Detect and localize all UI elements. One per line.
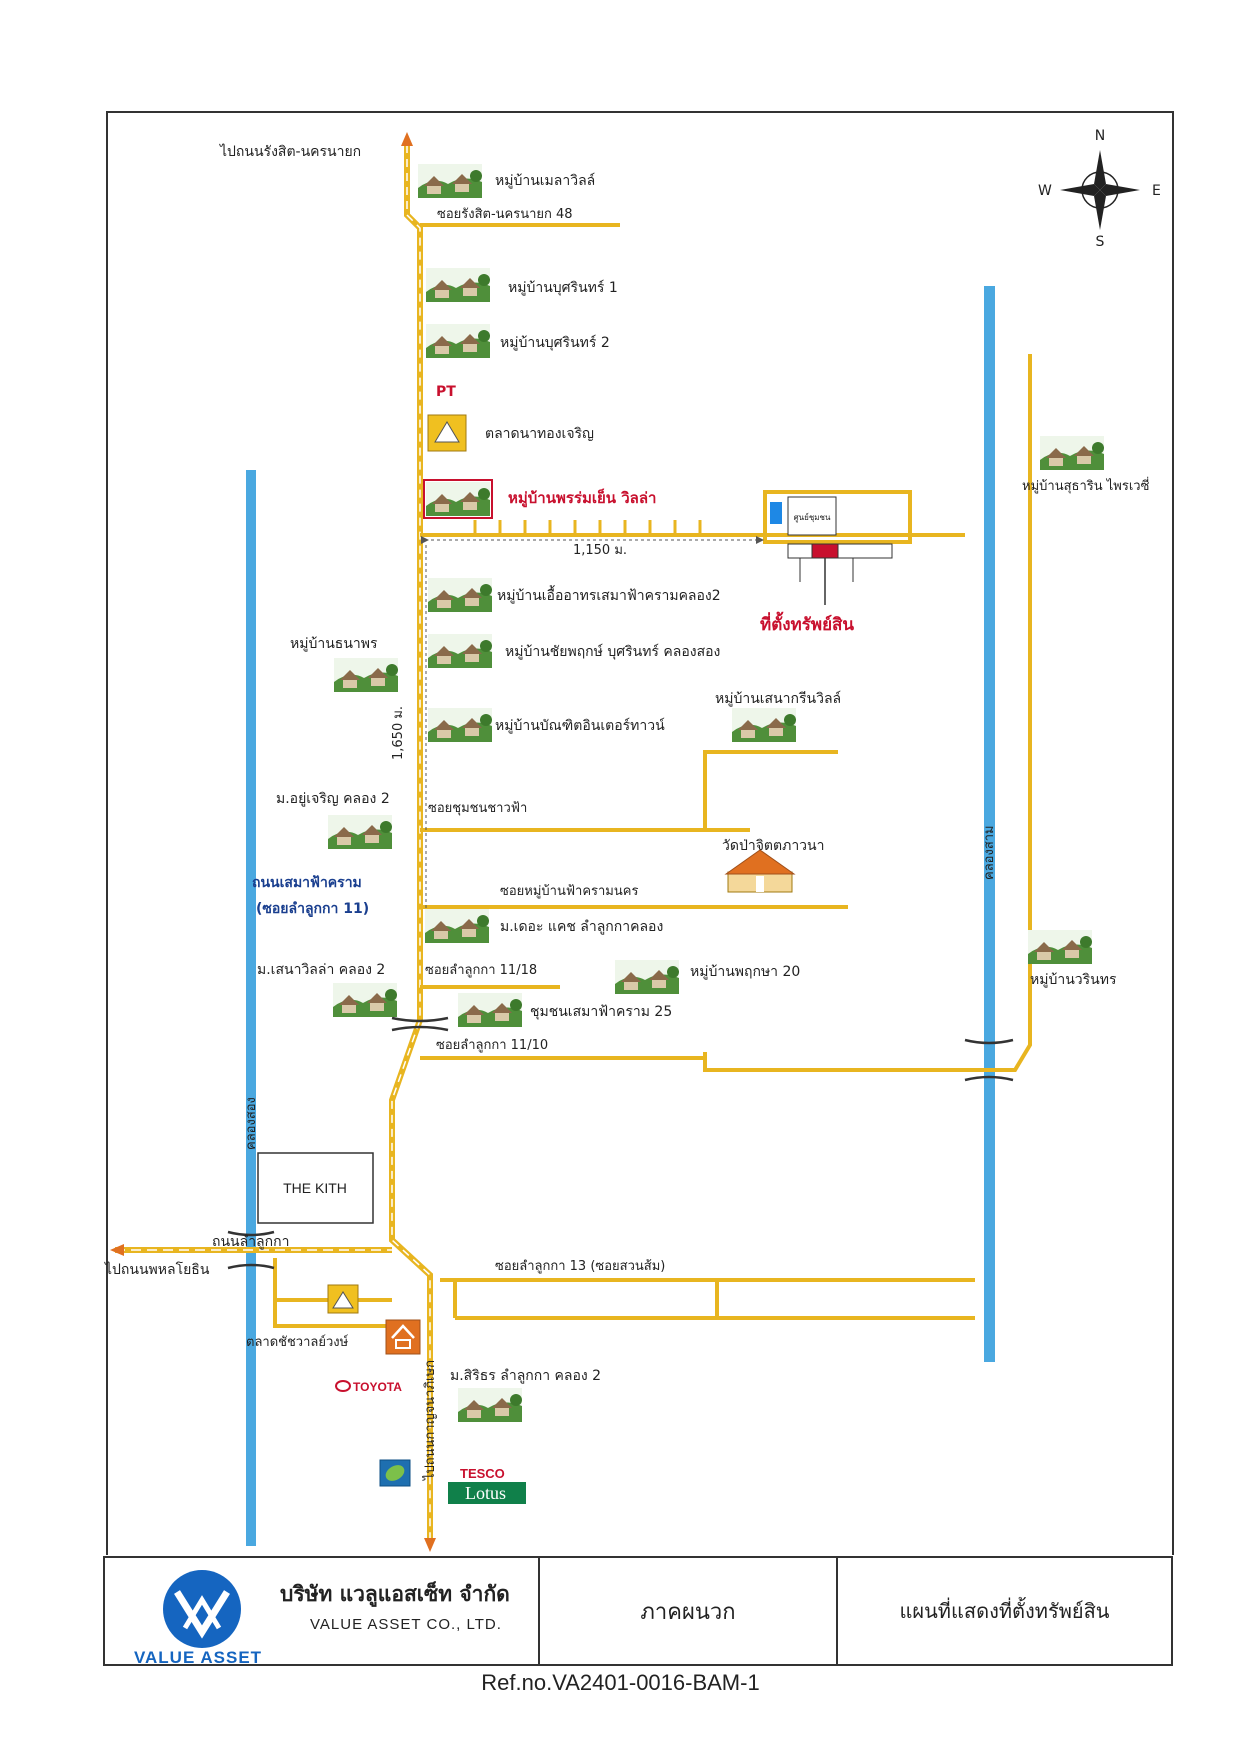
distance-vertical-label: 1,650 ม. (391, 706, 406, 760)
market-icon (427, 414, 467, 452)
label-to-phahonyothin: ไปถนนพหลโยธิน (104, 1261, 210, 1278)
place-sena-villa: ม.เสนาวิลล่า คลอง 2 (257, 962, 385, 978)
village-icon (458, 1388, 522, 1422)
place-the-kith: THE KITH (283, 1180, 347, 1196)
village-icon (426, 268, 490, 302)
village-icon (333, 983, 397, 1017)
market-icon (327, 1284, 359, 1314)
va-mark-icon (174, 1590, 230, 1639)
place-bandit-intertown: หมู่บ้านบัณฑิตอินเตอร์ทาวน์ (495, 717, 665, 734)
place-the-cache: ม.เดอะ แคช ลำลูกกาคลอง (500, 919, 663, 935)
klong-song-label: คลองสอง (244, 1097, 259, 1150)
label-to-kanchanaphisek: ไปถนนกาญจนาภิเษก (422, 1360, 438, 1481)
place-thanaporn: หมู่บ้านธนาพร (290, 636, 378, 652)
village-icon (732, 708, 796, 742)
compass-rose-icon (1060, 150, 1140, 230)
compass-s: S (1096, 234, 1105, 250)
place-warinthorn: หมู่บ้านวรินทร (1030, 972, 1117, 988)
village-icon (428, 578, 492, 612)
company-cell: VALUE ASSET บริษัท แวลูแอสเซ็ท จำกัด VAL… (105, 1558, 540, 1667)
place-phruksa-20: หมู่บ้านพฤกษา 20 (690, 964, 800, 980)
compass-w: W (1038, 183, 1052, 199)
company-name-th: บริษัท แวลูแอสเซ็ท จำกัด (280, 1582, 510, 1606)
place-sirisorn: ม.สิริธร ลำลูกกา คลอง 2 (450, 1368, 601, 1384)
location-map: คลองสอง คลองสาม ศูนย์ชุมชน (104, 111, 1174, 1555)
place-bussarin-2: หมู่บ้านบุศรินทร์ 2 (500, 334, 610, 351)
community-center-label: ศูนย์ชุมชน (794, 512, 831, 523)
pt-station-icon: PT (436, 384, 456, 400)
place-phromrom-yen-villa: หมู่บ้านพรร่มเย็น วิลล่า (508, 488, 656, 508)
toyota-logo-icon (335, 1380, 351, 1392)
label-to-rangsit: ไปถนนรังสิต-นครนายก (219, 143, 361, 160)
klong-sam-label: คลองสาม (982, 825, 997, 880)
the-kith-box (257, 1152, 374, 1224)
place-market-natongcharoen: ตลาดนาทองเจริญ (485, 426, 594, 442)
map-title-cell: แผนที่แสดงที่ตั้งทรัพย์สิน (899, 1599, 1110, 1623)
village-icon (426, 482, 490, 516)
canal-klong-song (246, 470, 256, 1546)
village-icon (1028, 930, 1092, 964)
leaf-logo-icon (379, 1459, 411, 1487)
village-icon (426, 324, 490, 358)
place-property: ที่ตั้งทรัพย์สิน (760, 611, 854, 635)
village-icon (615, 960, 679, 994)
label-soi-chumchon-chaofa: ซอยชุมชนชาวฟ้า (428, 801, 527, 816)
side-roads (273, 223, 1032, 1328)
place-lotus: Lotus (465, 1483, 506, 1503)
label-thanon-semafa-khram: ถนนเสมาฟ้าคราม (252, 875, 362, 891)
label-soi-11-18: ซอยลำลูกกา 11/18 (425, 963, 537, 978)
lane-ticks (473, 520, 702, 535)
village-icon (334, 658, 398, 692)
village-icon (458, 993, 522, 1027)
bridge-icons (227, 1016, 1014, 1270)
label-soi-lamlukka-13: ซอยลำลูกกา 13 (ซอยสวนส้ม) (495, 1259, 665, 1274)
place-market-chatchawan: ตลาดชัชวาลย์วงษ์ (246, 1334, 349, 1350)
place-yucharoen: ม.อยู่เจริญ คลอง 2 (276, 791, 390, 807)
place-bussarin-1: หมู่บ้านบุศรินทร์ 1 (508, 279, 618, 296)
place-chumchon-semafa-25: ชุมชนเสมาฟ้าคราม 25 (530, 1004, 672, 1020)
value-asset-logo: VALUE ASSET (123, 1566, 283, 1667)
temple-icon (724, 849, 796, 893)
logo-text: VALUE ASSET (133, 1648, 263, 1667)
property-plot: ศูนย์ชุมชน (763, 490, 912, 605)
label-soi-rangsit-48: ซอยรังสิต-นครนายก 48 (437, 207, 573, 222)
label-soi-11-10: ซอยลำลูกกา 11/10 (436, 1038, 548, 1053)
village-icon (418, 164, 482, 198)
footer-table: VALUE ASSET บริษัท แวลูแอสเซ็ท จำกัด VAL… (103, 1556, 1173, 1667)
place-euea-arthorn: หมู่บ้านเอื้ออาทรเสมาฟ้าครามคลอง2 (497, 585, 721, 604)
map-frame (106, 111, 1174, 1555)
place-tesco: TESCO (460, 1466, 505, 1481)
south-arrow-icon (424, 1538, 436, 1552)
bank-icon (385, 1319, 421, 1355)
compass-n: N (1095, 128, 1105, 144)
place-wat-pa-chitta: วัดป่าจิตตภาวนา (722, 838, 824, 854)
compass-e: E (1152, 183, 1161, 199)
place-suthrin-praivasi: หมู่บ้านสุธาริน ไพรเวซี่ (1022, 477, 1150, 494)
place-chaiyaphruek: หมู่บ้านชัยพฤกษ์ บุศรินทร์ คลองสอง (505, 643, 720, 660)
reference-number: Ref.no.VA2401-0016-BAM-1 (481, 1670, 760, 1695)
canal-klong-sam (984, 286, 995, 1362)
village-icon (425, 909, 489, 943)
place-toyota: TOYOTA (353, 1380, 402, 1394)
highlight-box (423, 479, 493, 519)
label-soi-fa-khram-nakhon: ซอยหมู่บ้านฟ้าครามนคร (500, 884, 638, 899)
lotus-box (448, 1482, 526, 1504)
place-mela-villas: หมู่บ้านเมลาวิลล์ (495, 172, 595, 189)
road-semafa-khram (389, 145, 433, 1545)
company-name-en: VALUE ASSET CO., LTD. (310, 1616, 502, 1633)
west-arrow-icon (110, 1244, 124, 1256)
logo-circle-icon (163, 1570, 241, 1648)
village-icon (428, 634, 492, 668)
village-icon (1040, 436, 1104, 470)
north-arrow-icon (401, 132, 413, 146)
distance-horizontal-label: 1,150 ม. (573, 543, 627, 558)
annex-cell: ภาคผนวก (540, 1558, 838, 1664)
place-sena-green-villa: หมู่บ้านเสนากรีนวิลล์ (715, 690, 841, 707)
village-icon (328, 815, 392, 849)
label-thanon-lamlukka: ถนนลำลูกกา (212, 1234, 289, 1250)
label-soi-lamlukka-11: (ซอยลำลูกกา 11) (256, 901, 369, 917)
village-icon (428, 708, 492, 742)
